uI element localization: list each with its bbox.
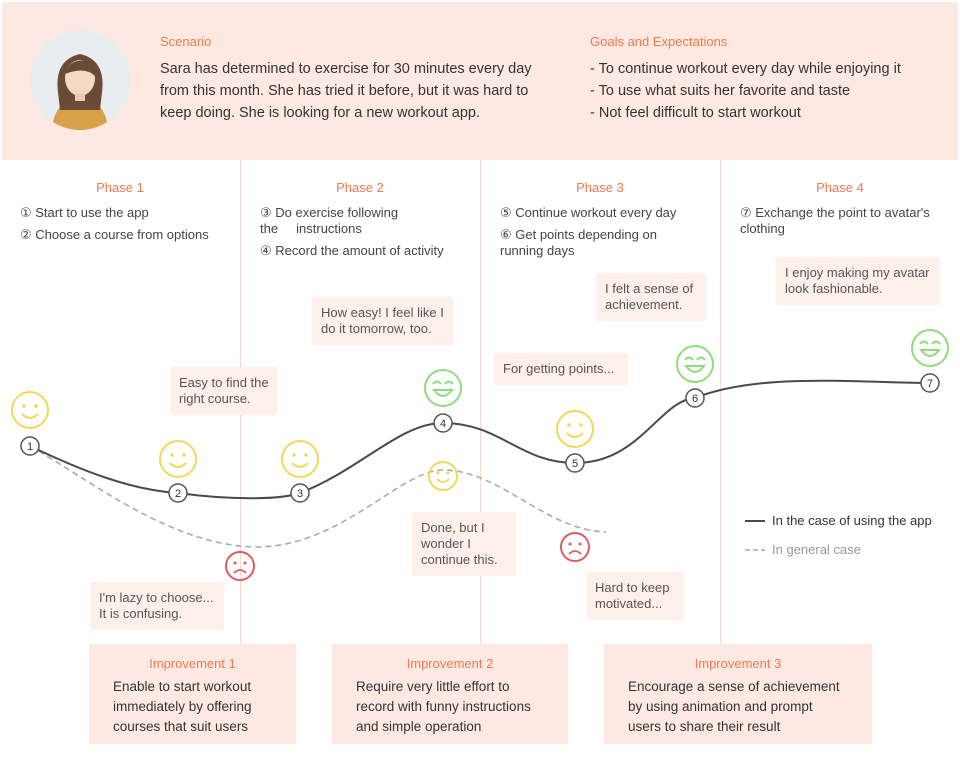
step-marker-label: 5: [572, 458, 578, 470]
step-marker-4: 4: [433, 413, 453, 433]
goals-title: Goals and Expectations: [590, 34, 728, 49]
general-case-line: [29, 445, 607, 548]
phase-divider-2: [480, 160, 481, 644]
phase-divider-3: [720, 160, 721, 644]
phase-1-title: Phase 1: [96, 180, 144, 195]
step-marker-6: 6: [685, 388, 705, 408]
phase-3-title: Phase 3: [576, 180, 624, 195]
improvement-card-1: Improvement 1 Enable to start workout im…: [89, 644, 296, 744]
improvement-2-title: Improvement 2: [406, 656, 494, 671]
legend-general-label: In general case: [772, 542, 861, 557]
step-marker-label: 6: [692, 393, 698, 405]
persona-header: [2, 2, 958, 160]
happy-face-icon: [11, 391, 49, 429]
laughing-face-icon: [424, 369, 462, 407]
happy-face-icon: [556, 410, 594, 448]
phase-2-title: Phase 2: [336, 180, 384, 195]
phase-2-step-1: ③ Do exercise following the instructions: [260, 205, 399, 236]
improvement-1-title: Improvement 1: [149, 656, 236, 671]
improvement-2-text: Require very little effort to record wit…: [356, 679, 531, 734]
phase-1-step-1: ① Start to use the app: [20, 205, 149, 220]
neutral-happy-face-icon: [428, 461, 458, 491]
comment-bubble-3: For getting points...: [494, 353, 628, 385]
step-marker-label: 3: [297, 488, 303, 500]
improvement-3-title: Improvement 3: [694, 656, 782, 671]
comment-bubble-8: Hard to keep motivated...: [586, 572, 684, 620]
scenario-title: Scenario: [160, 34, 212, 49]
phase-2-step-2: ④ Record the amount of activity: [260, 243, 444, 258]
phase-4-title: Phase 4: [816, 180, 864, 195]
phase-4-step-1: ⑦ Exchange the point to avatar's clothin…: [740, 205, 930, 236]
scenario-text: Sara has determined to exercise for 30 m…: [160, 61, 532, 121]
step-marker-label: 2: [175, 488, 181, 500]
comment-bubble-6: I'm lazy to choose... It is confusing.: [90, 582, 224, 630]
step-marker-2: 2: [168, 483, 188, 503]
improvement-card-3: Improvement 3 Encourage a sense of achie…: [604, 644, 872, 744]
app-case-line: [29, 379, 931, 500]
happy-face-icon: [159, 440, 197, 478]
laughing-face-icon: [911, 329, 949, 367]
sad-face-icon: [225, 551, 255, 581]
happy-face-icon: [281, 440, 319, 478]
step-marker-label: 1: [27, 441, 33, 453]
phase-3-step-1: ⑤ Continue workout every day: [500, 205, 677, 220]
improvement-3-text: Encourage a sense of achievement by usin…: [628, 679, 840, 734]
step-marker-label: 4: [440, 418, 446, 430]
phase-3-step-2: ⑥ Get points depending on running days: [500, 227, 657, 258]
persona-avatar: [30, 30, 130, 130]
comment-bubble-1: Easy to find the right course.: [170, 367, 278, 415]
goal-item-3: - Not feel difficult to start workout: [590, 105, 801, 121]
step-marker-label: 7: [927, 378, 933, 390]
laughing-face-icon: [676, 345, 714, 383]
improvement-1-text: Enable to start workout immediately by o…: [113, 679, 252, 734]
goal-item-1: - To continue workout every day while en…: [590, 61, 901, 77]
step-marker-1: 1: [20, 436, 40, 456]
step-marker-5: 5: [565, 453, 585, 473]
comment-bubble-5: I enjoy making my avatar look fashionabl…: [776, 257, 940, 305]
comment-bubble-2: How easy! I feel like I do it tomorrow, …: [312, 297, 454, 345]
goal-item-2: - To use what suits her favorite and tas…: [590, 83, 851, 99]
phase-1-step-2: ② Choose a course from options: [20, 227, 209, 242]
legend-app-label: In the case of using the app: [772, 513, 932, 528]
step-marker-3: 3: [290, 483, 310, 503]
improvement-card-2: Improvement 2 Require very little effort…: [332, 644, 568, 744]
step-marker-7: 7: [920, 373, 940, 393]
sad-face-icon: [560, 532, 590, 562]
comment-bubble-7: Done, but I wonder I continue this.: [412, 512, 516, 576]
comment-bubble-4: I felt a sense of achievement.: [596, 273, 706, 321]
